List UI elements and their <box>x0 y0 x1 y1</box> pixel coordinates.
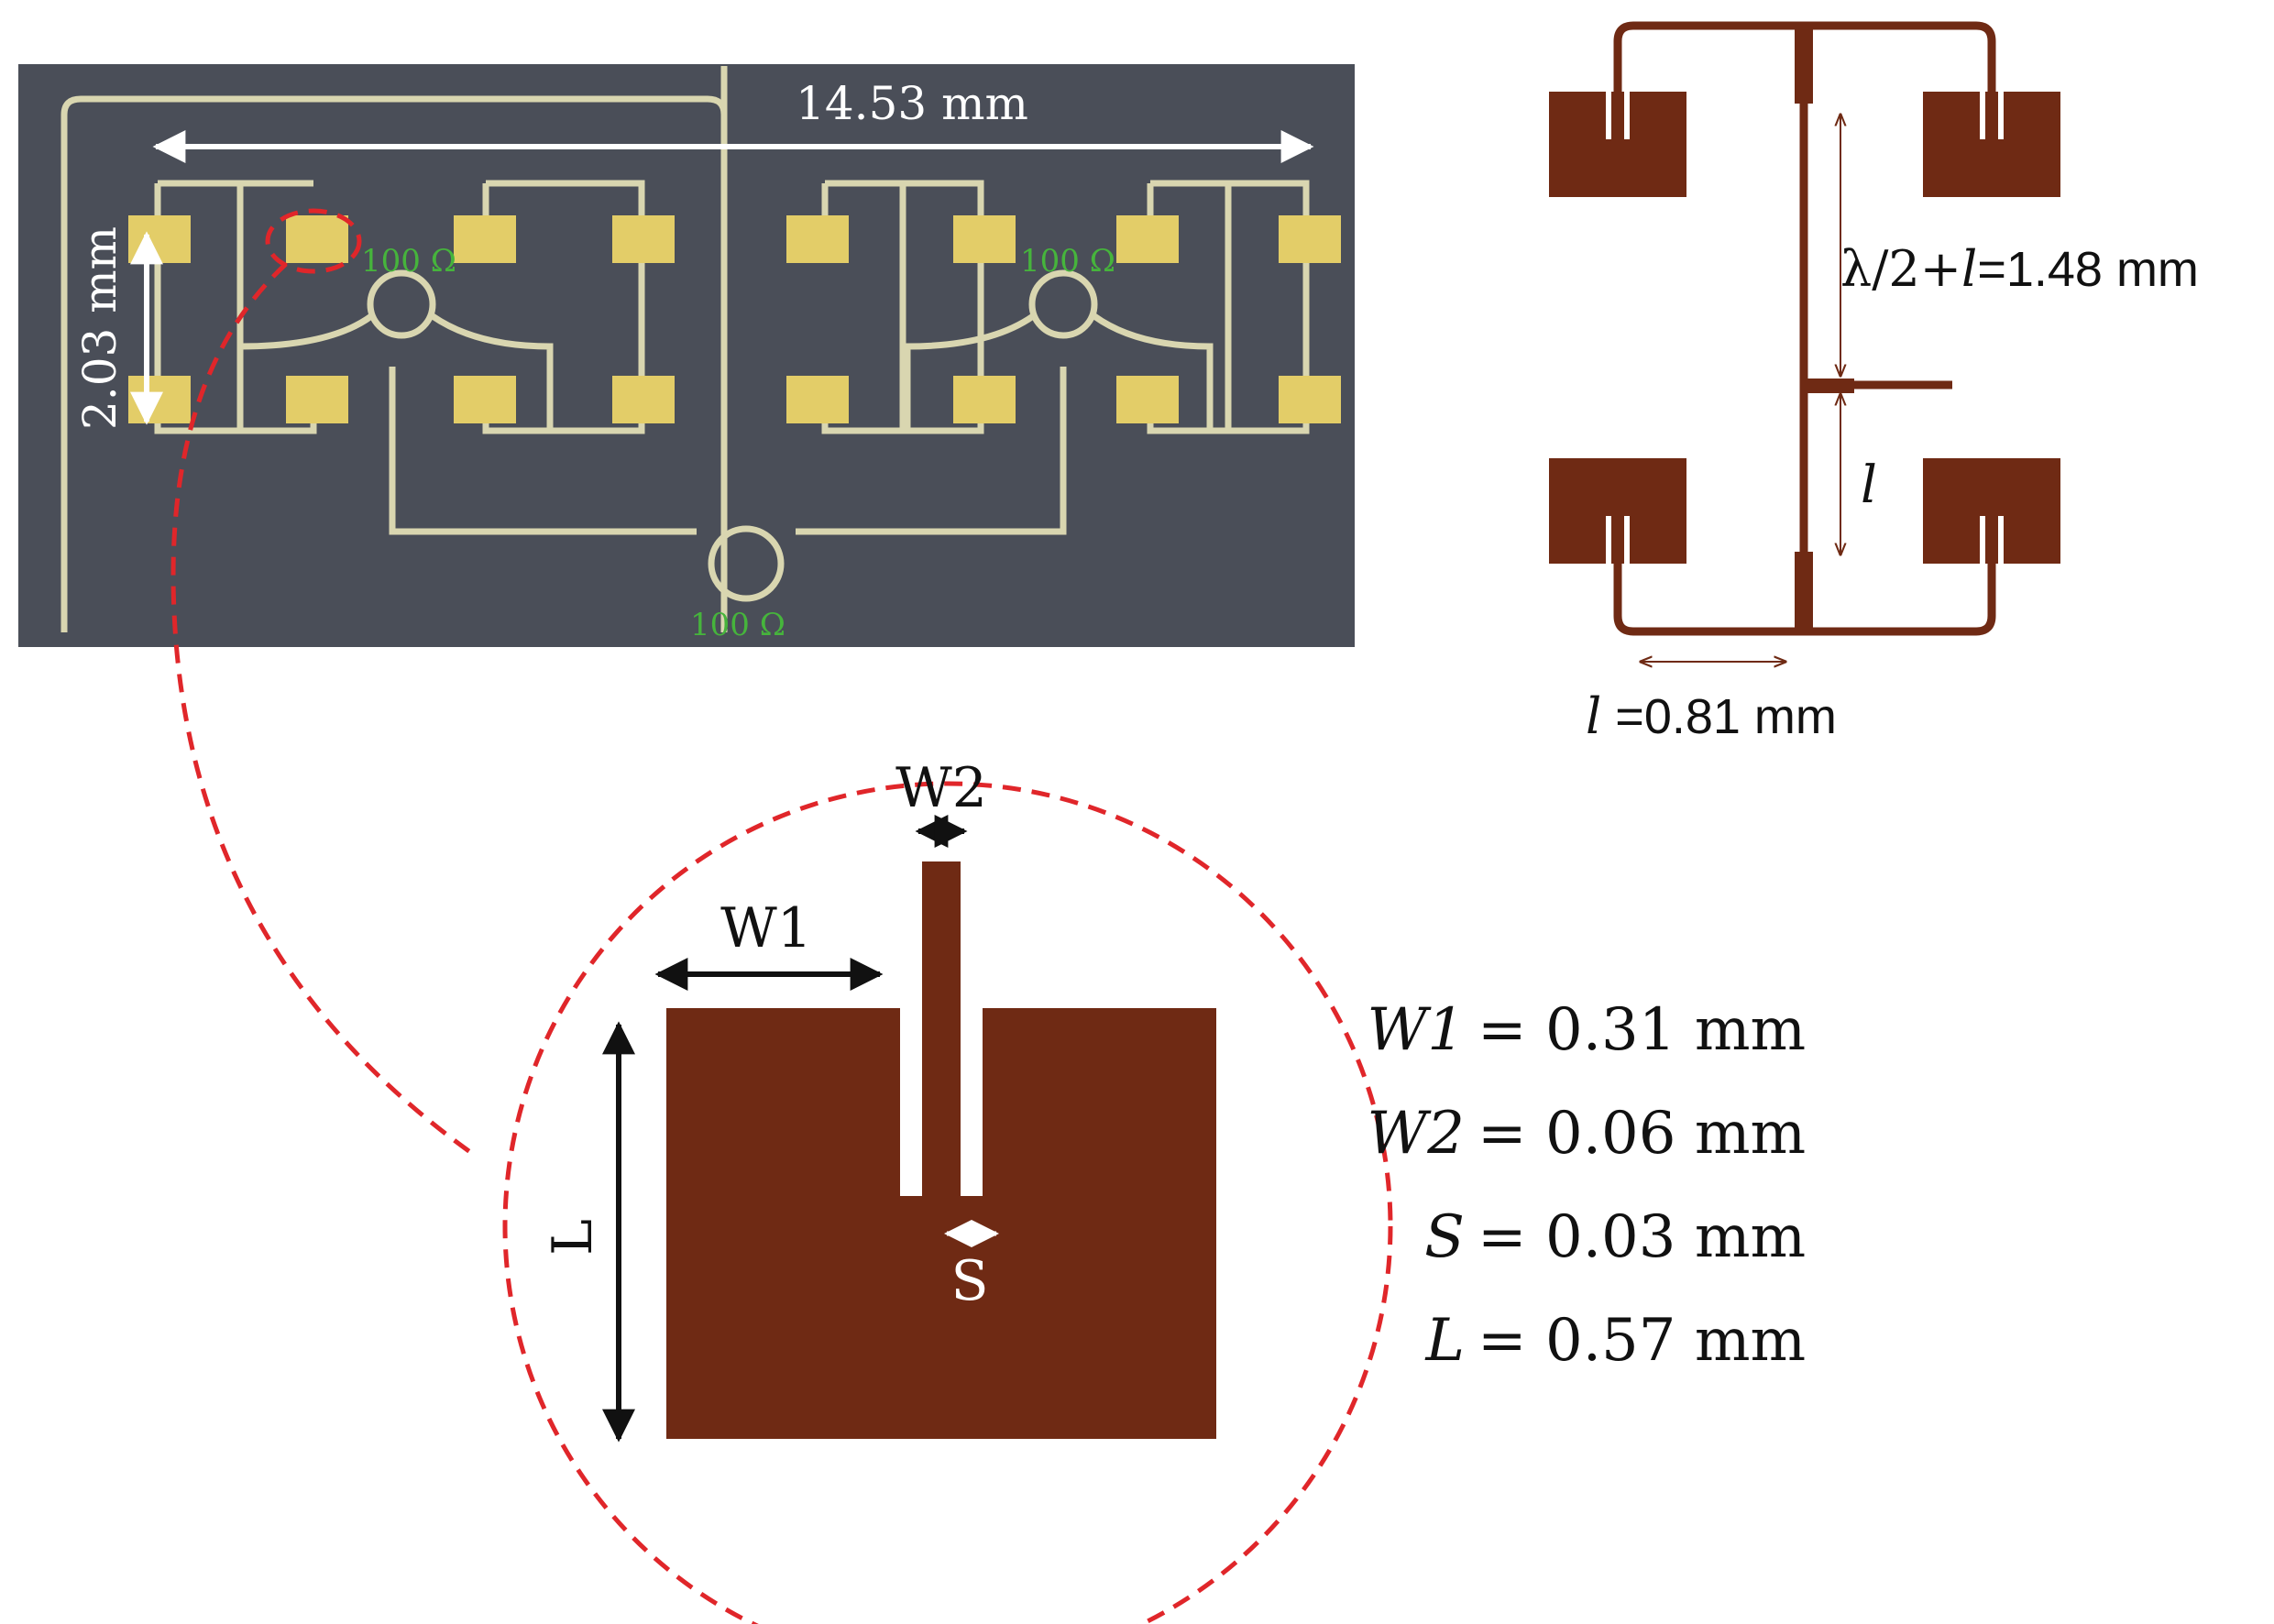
param-value-l: = 0.57 mm <box>1478 1307 1806 1375</box>
feed-port-stub <box>1804 379 1854 393</box>
width-label: 14.53 mm <box>796 77 1028 130</box>
zoomed-patch: W1 W2 S L <box>541 756 1216 1443</box>
bottom-l-label: l =0.81 mm <box>1586 687 1837 745</box>
resistor-label-bottom: 100 Ω <box>690 607 785 643</box>
quarter-wave-section-top <box>1795 26 1813 104</box>
resistor-label-right: 100 Ω <box>1020 243 1115 280</box>
subarray-patches <box>1549 92 2060 564</box>
param-name-w1: W1 <box>1368 996 1466 1064</box>
subarray-schematic: λ/2+l=1.48 mm l l =0.81 mm <box>1549 21 2199 745</box>
parameter-list: W1 = 0.31 mm W2 = 0.06 mm S = 0.03 mm L … <box>1368 996 1807 1375</box>
param-value-w2: = 0.06 mm <box>1478 1100 1806 1168</box>
subarray-inset-slots <box>1606 92 2004 564</box>
param-name-l: L <box>1425 1307 1466 1375</box>
s-label: S <box>950 1249 988 1313</box>
feed-line <box>922 861 961 1196</box>
param-value-w1: = 0.31 mm <box>1478 996 1806 1064</box>
zoom-target-circle <box>502 781 1393 1624</box>
zoom-connector <box>170 262 478 1159</box>
param-value-s: = 0.03 mm <box>1478 1203 1806 1271</box>
l-label: l <box>1861 455 1877 515</box>
resistor-label-left: 100 Ω <box>361 243 456 280</box>
zoom-source-circle <box>265 208 362 274</box>
param-name-w2: W2 <box>1368 1100 1466 1168</box>
height-label: 2.03 mm <box>73 226 126 430</box>
zoom-callout <box>170 208 1393 1624</box>
half-wave-label: λ/2+l=1.48 mm <box>1840 240 2199 298</box>
fabricated-array-photo: 14.53 mm 2.03 mm 100 Ω 100 Ω 100 Ω <box>18 64 1355 647</box>
l-length-label: L <box>541 1219 605 1256</box>
param-name-s: S <box>1424 1203 1465 1271</box>
photo-background <box>18 64 1355 647</box>
w1-label: W1 <box>720 896 812 960</box>
w2-label: W2 <box>895 756 987 820</box>
quarter-wave-section-bottom <box>1795 552 1813 634</box>
